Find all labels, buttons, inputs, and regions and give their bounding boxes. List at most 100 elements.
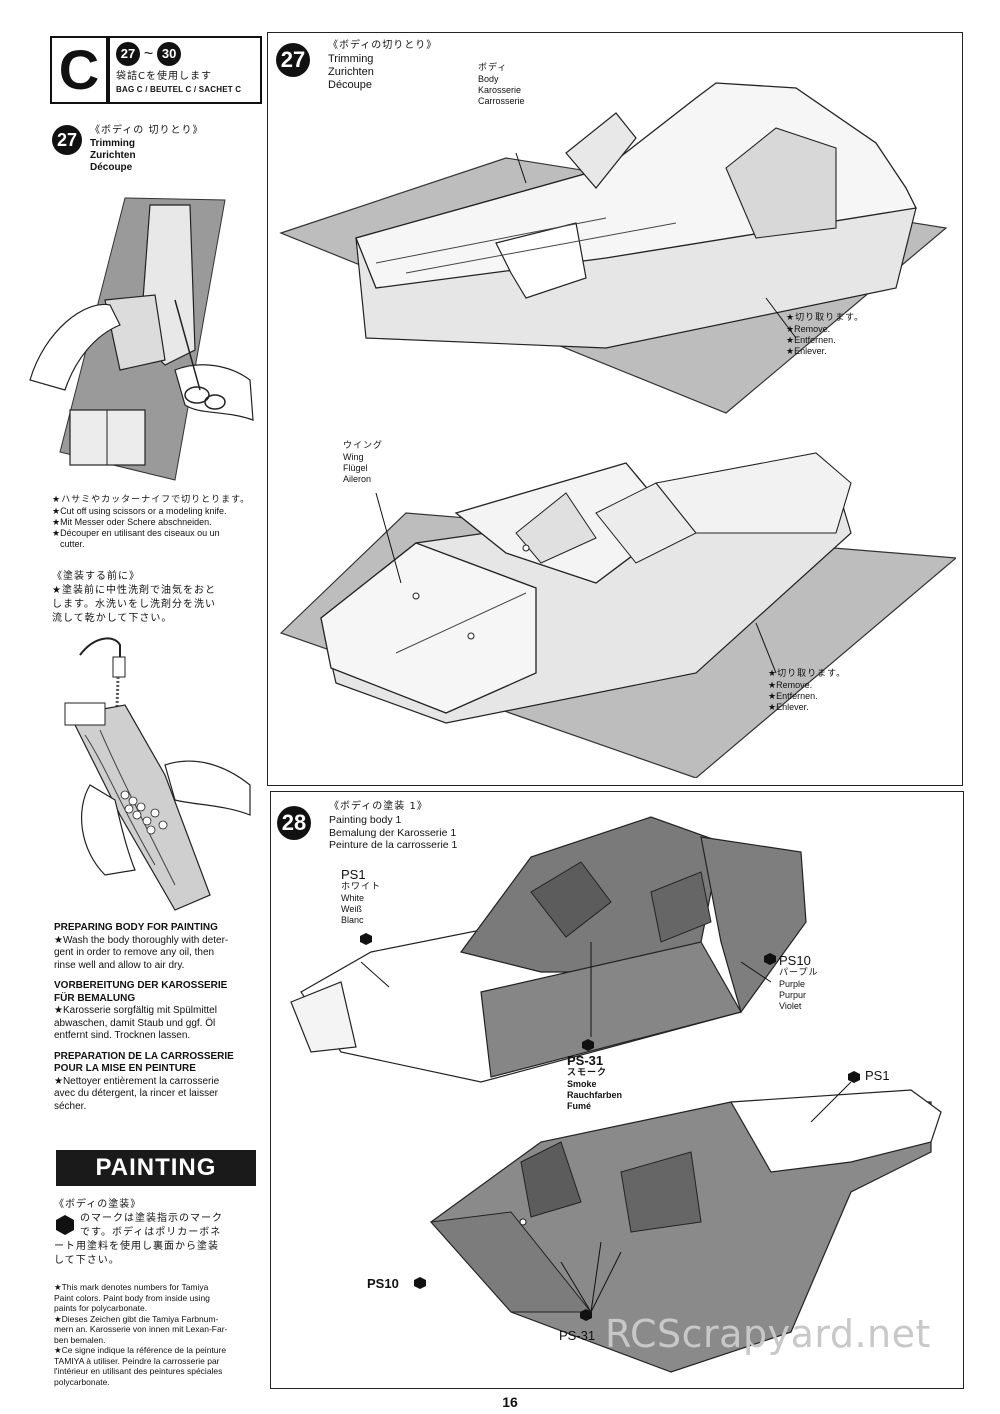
before-paint-fr-line-3: sécher. [54, 1100, 87, 1112]
remove-1-en: ★Remove. [786, 324, 831, 334]
bag-jp: 袋詰Cを使用します [116, 71, 212, 82]
painting-heading-text: PAINTING [95, 1154, 217, 1181]
remove-2-de: ★Entfernen. [768, 691, 818, 701]
remove-callout-1: ★切り取ります。 ★Remove. ★Entfernen. ★Enlever. [786, 313, 864, 357]
panel-28-jp: 《ボディの塗装 1》 [329, 801, 428, 812]
ps31-en: Smoke [567, 1079, 597, 1089]
ps31-code: PS-31 [567, 1053, 604, 1068]
ps10-de: Purpur [779, 990, 807, 1000]
ps1-en: White [341, 893, 365, 903]
ps31-paint-mark [582, 1039, 594, 1051]
painted-body-top [290, 816, 807, 1083]
step-from-badge: 27 [116, 42, 140, 66]
ps10-callout: PS10 パープル Purple Purpur Violet [779, 954, 818, 1012]
paint-mark-icon [56, 1215, 74, 1235]
ps31-b-paint-mark [580, 1309, 592, 1321]
before-paint-jp-line-1: ★塗装前に中性洗剤で油気をおと [52, 585, 216, 596]
body-label-en: Body [478, 74, 499, 84]
body-sheet-illustration [279, 82, 948, 414]
before-paint-de-line-2: abwaschen, damit Staub und ggf. Öl [54, 1017, 216, 1029]
before-paint-en-line-2: gent in order to remove any oil, then [54, 947, 215, 958]
body-label-de: Karosserie [478, 85, 522, 95]
ps1-callout: PS1 ホワイト White Weiß Blanc [341, 868, 381, 926]
watermark: RCScrapyard.net [605, 1312, 931, 1356]
before-paint-fr-title-2: POUR LA MISE EN PEINTURE [54, 1063, 196, 1074]
note-jp: ★ハサミやカッターナイフで切りとります。 [52, 495, 251, 505]
wing-label-en: Wing [343, 452, 364, 462]
before-paint-de-line-3: entfernt sind. Trocknen lassen. [54, 1030, 191, 1041]
painting-note-9: l'intérieur en utilisant des peintures s… [54, 1366, 223, 1376]
before-paint-en-title: PREPARING BODY FOR PAINTING [54, 922, 218, 933]
painting-note-7: ★Ce signe indique la référence de la pei… [54, 1345, 227, 1355]
painting-jp-line-4: して下さい。 [54, 1255, 120, 1266]
remove-1-de: ★Entfernen. [786, 335, 836, 345]
panel-27-badge: 27 [276, 43, 310, 77]
painting-note-6: ben bemalen. [54, 1334, 106, 1345]
note-de: ★Mit Messer oder Schere abschneiden. [52, 517, 212, 527]
left-step-27-notes: ★ハサミやカッターナイフで切りとります。 ★Cut off using scis… [52, 494, 262, 550]
body-label-jp: ボディ [478, 63, 508, 73]
body-label-fr: Carrosserie [478, 96, 525, 106]
left-step-27-titles: 《ボディの 切りとり》 Trimming Zurichten Découpe [90, 124, 203, 174]
ps10-jp: パープル [779, 968, 819, 978]
bag-letter: C [58, 38, 100, 101]
before-paint-fr-line-2: avec du détergent, la rincer et laisser [54, 1088, 218, 1099]
painting-jp-line-2: です。ボディはポリカーボネ [80, 1227, 222, 1238]
ps10-code: PS10 [779, 953, 811, 968]
ps1-fr: Blanc [341, 915, 364, 925]
panel-28-de: Bemalung der Karosserie 1 [329, 826, 457, 839]
before-paint-jp: 《塗装する前に》 ★塗装前に中性洗剤で油気をおと します。水洗いをし洗剤分を洗い… [52, 570, 262, 626]
painting-note-1: ★This mark denotes numbers for Tamiya [54, 1282, 209, 1292]
ps1-jp: ホワイト [341, 882, 382, 892]
ps31-jp: スモーク [567, 1068, 608, 1078]
trimming-illustration [29, 197, 254, 481]
ps10-fr: Violet [779, 1001, 802, 1011]
ps31-fr: Fumé [567, 1101, 592, 1111]
panel-28-en: Painting body 1 [329, 814, 402, 826]
step-tilde: ~ [143, 45, 154, 63]
left-step-27-en: Trimming [90, 138, 136, 149]
ps10-paint-mark [764, 953, 776, 965]
wing-label-fr: Aileron [343, 474, 372, 484]
before-paint-jp-line-2: します。水洗いをし洗剤分を洗い [52, 599, 216, 610]
before-paint-de-line-1: ★Karosserie sorgfältig mit Spülmittel [54, 1005, 217, 1016]
painting-note-2: Paint colors. Paint body from inside usi… [54, 1292, 210, 1303]
note-en: ★Cut off using scissors or a modeling kn… [52, 506, 227, 516]
note-fr: ★Découper en utilisant des ciseaux ou un [52, 528, 220, 538]
painting-jp-title: 《ボディの塗装》 [54, 1199, 142, 1210]
ps1-paint-mark [360, 933, 372, 945]
before-paint-de-title-1: VORBEREITUNG DER KAROSSERIE [54, 980, 228, 991]
remove-1-jp: ★切り取ります。 [786, 313, 865, 323]
painting-notes: ★This mark denotes numbers for Tamiya Pa… [54, 1282, 266, 1387]
painting-heading: PAINTING [56, 1150, 256, 1186]
left-step-27-de: Zurichten [90, 150, 136, 161]
ps31-b-label: PS-31 [559, 1328, 596, 1343]
page-number: 16 [502, 1394, 518, 1410]
panel-27-jp: 《ボディの切りとり》 [328, 40, 438, 51]
remove-callout-2: ★切り取ります。 ★Remove. ★Entfernen. ★Enlever. [768, 669, 846, 713]
bag-header: C 27 ~ 30 袋詰Cを使用します BAG C / BEUTEL C / S… [50, 36, 262, 104]
remove-2-jp: ★切り取ります。 [768, 669, 847, 679]
note-fr-cont: cutter. [60, 539, 85, 549]
before-paint-fr-title-1: PREPARATION DE LA CARROSSERIE [54, 1050, 234, 1062]
panel-27-fr: Découpe [328, 79, 373, 91]
painting-jp-line-1: のマークは塗装指示のマーク [80, 1213, 223, 1224]
ps1-code: PS1 [341, 867, 366, 882]
left-step-27-fr: Découpe [90, 162, 133, 173]
painting-note-3: paints for polycarbonate. [54, 1303, 148, 1313]
before-paint-fr-line-1: ★Nettoyer entièrement la carrosserie [54, 1075, 220, 1087]
painting-note-10: polycarbonate. [54, 1376, 110, 1387]
panel-27-en: Trimming [328, 53, 374, 65]
before-paint-de-title-2: FÜR BEMALUNG [54, 992, 136, 1004]
panel-28-fr: Peinture de la carrosserie 1 [329, 839, 458, 851]
panel-27-titles: 《ボディの切りとり》 Trimming Zurichten Découpe [328, 39, 437, 92]
painting-note-5: mern an. Karosserie von innen mit Lexan-… [54, 1324, 228, 1334]
before-paint-text: PREPARING BODY FOR PAINTING ★Wash the bo… [54, 922, 264, 1113]
before-paint-jp-line-3: 流して乾かして下さい。 [52, 613, 173, 624]
painted-body-bottom [429, 1082, 942, 1373]
ps10-en: Purple [779, 979, 806, 989]
ps1-b-paint-mark [848, 1071, 860, 1083]
ps10-b-label: PS10 [367, 1276, 399, 1291]
painting-note-4: ★Dieses Zeichen gibt die Tamiya Farbnum- [54, 1313, 219, 1324]
before-paint-en-line-1: ★Wash the body thoroughly with deter- [54, 934, 229, 946]
